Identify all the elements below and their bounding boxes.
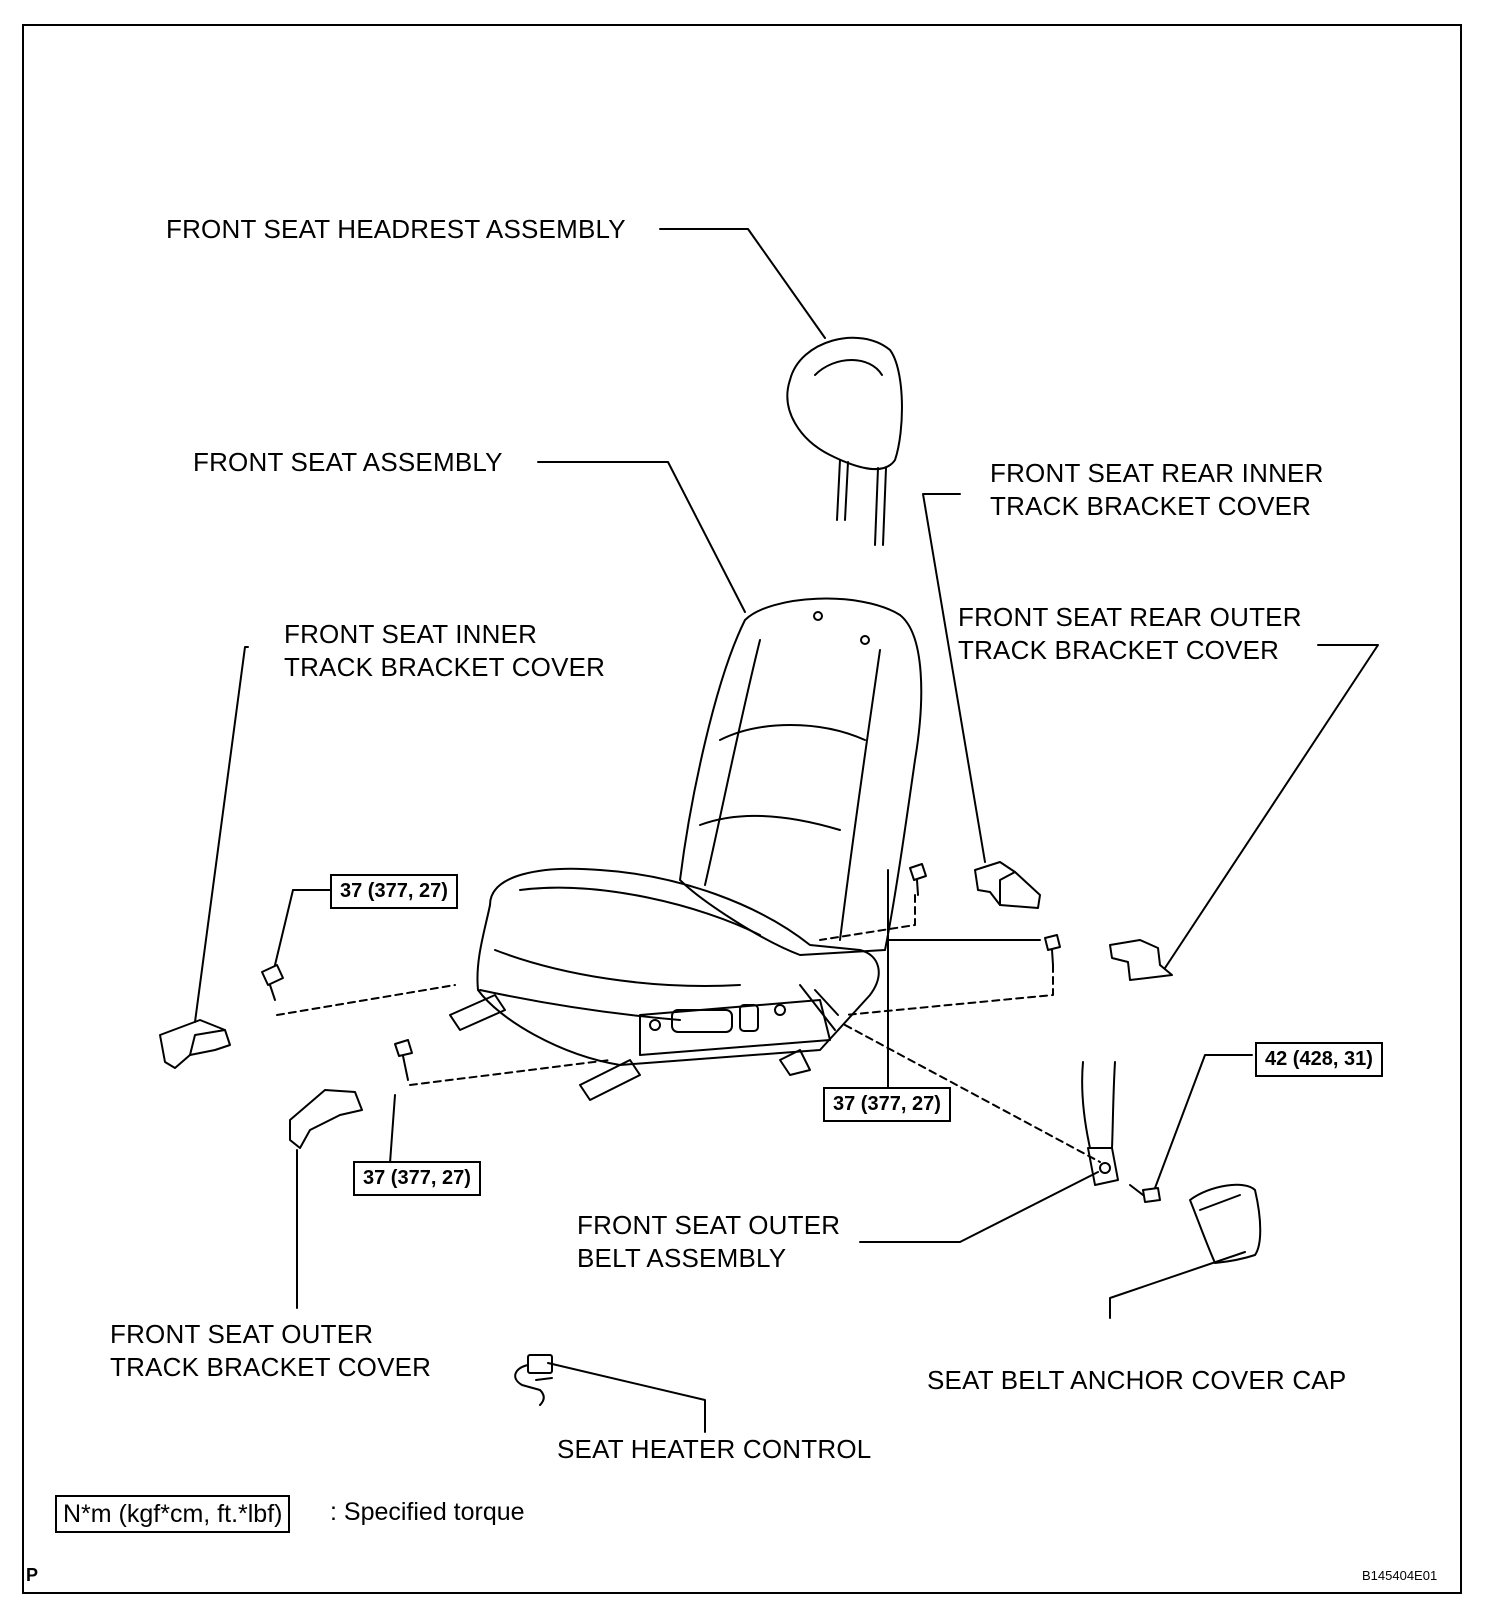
label-rear-outer-cover-line1: FRONT SEAT REAR OUTER — [958, 602, 1302, 632]
legend-unit-box: N*m (kgf*cm, ft.*lbf) — [55, 1495, 291, 1533]
label-rear-inner-cover-line2: TRACK BRACKET COVER — [990, 491, 1312, 521]
assembly-lines — [276, 894, 1101, 1163]
label-rear-outer-cover-line2: TRACK BRACKET COVER — [958, 635, 1280, 665]
inner-cover-drawing — [159, 1019, 231, 1069]
label-headrest: FRONT SEAT HEADREST ASSEMBLY — [166, 214, 626, 244]
seat-back-drawing — [679, 597, 923, 956]
legend-description: : Specified torque — [330, 1498, 525, 1526]
label-heater-control: SEAT HEATER CONTROL — [557, 1434, 872, 1464]
torque-callout-left-upper: 37 (377, 27) — [330, 874, 458, 909]
outer-belt-drawing — [1081, 1061, 1119, 1186]
outer-cover-drawing — [289, 1089, 363, 1149]
leader-lines — [194, 228, 1379, 1433]
bolts-drawing — [261, 863, 1161, 1203]
label-outer-cover-line1: FRONT SEAT OUTER — [110, 1319, 374, 1349]
label-outer-belt-line1: FRONT SEAT OUTER — [577, 1210, 841, 1240]
label-anchor-cover-cap: SEAT BELT ANCHOR COVER CAP — [927, 1365, 1347, 1395]
diagram-frame — [22, 24, 1462, 1594]
rear-outer-cover-drawing — [1109, 939, 1173, 981]
torque-callout-belt-anchor: 42 (428, 31) — [1255, 1042, 1383, 1077]
torque-callout-right-middle: 37 (377, 27) — [823, 1087, 951, 1122]
corner-mark: P — [26, 1565, 39, 1585]
rear-inner-cover-drawing — [974, 861, 1041, 909]
label-inner-cover-line2: TRACK BRACKET COVER — [284, 652, 606, 682]
label-rear-inner-cover-line1: FRONT SEAT REAR INNER — [990, 458, 1324, 488]
heater-control-drawing — [514, 1354, 553, 1406]
label-inner-cover-line1: FRONT SEAT INNER — [284, 619, 538, 649]
figure-code: B145404E01 — [1362, 1568, 1438, 1583]
torque-callout-left-lower: 37 (377, 27) — [353, 1161, 481, 1196]
label-outer-belt-line2: BELT ASSEMBLY — [577, 1243, 787, 1273]
label-outer-cover-line2: TRACK BRACKET COVER — [110, 1352, 432, 1382]
anchor-cap-drawing — [1189, 1183, 1262, 1264]
seat-track-drawing — [449, 994, 811, 1101]
label-seat-assembly: FRONT SEAT ASSEMBLY — [193, 447, 503, 477]
seat-cushion-drawing — [476, 867, 880, 1066]
headrest-drawing — [786, 336, 903, 546]
